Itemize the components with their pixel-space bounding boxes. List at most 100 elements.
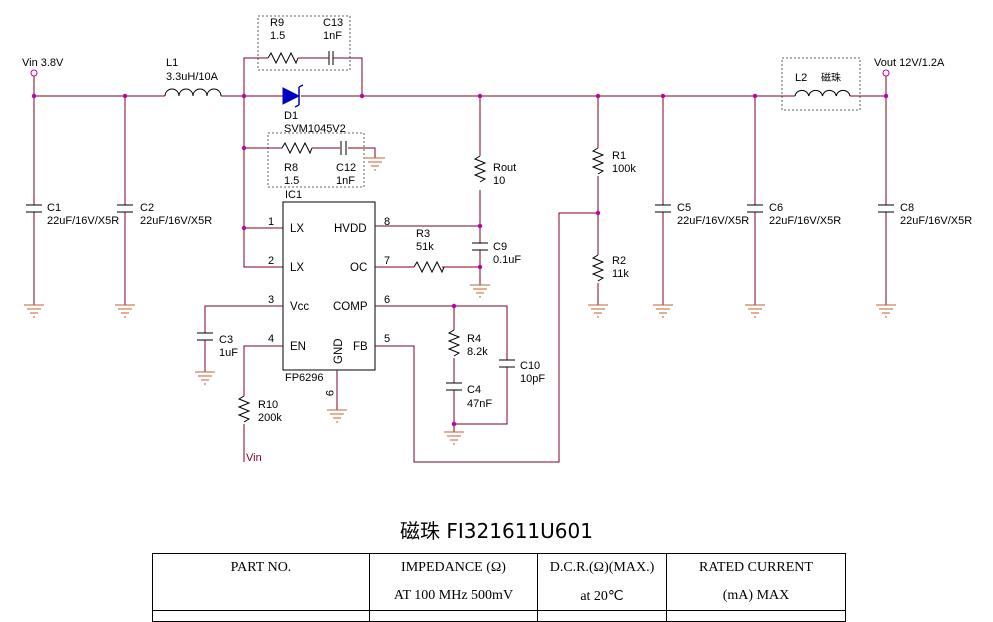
c4-value: 47nF — [467, 398, 492, 410]
r4-value: 8.2k — [467, 346, 488, 358]
c9-value: 0.1uF — [493, 254, 521, 266]
c10-capacitor — [499, 359, 515, 368]
ic-pin-5-num: 5 — [384, 333, 390, 345]
c5-capacitor — [655, 204, 671, 213]
header-part-no-sub — [152, 582, 370, 611]
r1-ref: R1 — [612, 150, 626, 162]
c12-capacitor — [340, 141, 347, 155]
c12-ref: C12 — [336, 162, 356, 174]
rout-ref: Rout — [493, 162, 516, 174]
ic-pin-6-num: 6 — [384, 294, 390, 306]
c6-capacitor — [747, 204, 763, 213]
schematic-diagram: Vin 3.8V Vout 12V/1.2A L1 3.3uH/10A D1 S… — [22, 15, 972, 464]
c8-ref: C8 — [900, 202, 914, 214]
c10-value: 10pF — [520, 373, 545, 385]
ic-pin-3-name: Vcc — [290, 301, 309, 313]
r3-resistor — [413, 260, 445, 274]
c10-ref: C10 — [520, 360, 540, 372]
vout-label: Vout 12V/1.2A — [874, 57, 945, 69]
r10-resistor — [237, 395, 251, 423]
c3-ref: C3 — [219, 334, 233, 346]
ic1-ref: IC1 — [285, 189, 302, 201]
l2-ref: L2 — [795, 72, 807, 84]
c6-ref: C6 — [769, 202, 783, 214]
r1-resistor — [591, 147, 605, 175]
rout-value: 10 — [493, 175, 505, 187]
snubber-box-bottom — [267, 132, 365, 188]
ic-pin-5-name: FB — [353, 341, 368, 353]
c8-value: 22uF/16V/X5R — [900, 215, 972, 227]
c3-value: 1uF — [219, 347, 238, 359]
c6-value: 22uF/16V/X5R — [769, 215, 841, 227]
ic-pin-2-num: 2 — [268, 255, 274, 267]
d1-value: SVM1045V2 — [284, 123, 346, 135]
d1-ref: D1 — [284, 110, 298, 122]
l1-ref: L1 — [166, 57, 178, 69]
header-impedance: IMPEDANCE (Ω) — [369, 553, 538, 582]
ic-pin-4-name: EN — [290, 341, 306, 353]
c1-capacitor — [26, 204, 42, 213]
l1-inductor — [164, 88, 222, 97]
junction-dots — [31, 93, 889, 427]
c13-capacitor — [328, 51, 334, 65]
r2-resistor — [591, 254, 605, 282]
ic-pin-1-num: 1 — [268, 216, 274, 228]
header-part-no: PART NO. — [152, 553, 370, 582]
r10-ref: R10 — [258, 399, 278, 411]
ic-pin-2-name: LX — [290, 262, 304, 274]
ground-symbol — [115, 304, 135, 318]
vin-label: Vin 3.8V — [22, 57, 64, 69]
snubber-box-top — [257, 15, 351, 71]
l2-box — [781, 57, 861, 111]
c5-ref: C5 — [677, 202, 691, 214]
vin-net-label: Vin — [246, 452, 262, 464]
ic-pin-8-name: HVDD — [334, 223, 367, 235]
r3-ref: R3 — [416, 228, 430, 240]
ic-pin-4-num: 4 — [268, 333, 274, 345]
ic-pin-9-name: GND — [333, 338, 345, 364]
ic1-body — [282, 201, 376, 371]
table-header-row: PART NO. IMPEDANCE (Ω) D.C.R.(Ω)(MAX.) R… — [152, 553, 846, 582]
vin-terminal — [30, 69, 38, 77]
r4-resistor — [447, 329, 461, 357]
ic-pin-6-name: COMP — [333, 301, 368, 313]
ground-symbol — [745, 304, 765, 318]
table-row — [152, 610, 846, 622]
c9-capacitor — [472, 242, 488, 251]
c9-ref: C9 — [493, 241, 507, 253]
l2-inductor — [794, 89, 851, 97]
ic-pin-7-name: OC — [350, 262, 367, 274]
r2-ref: R2 — [612, 255, 626, 267]
l2-value: 磁珠 — [821, 71, 841, 84]
r3-value: 51k — [416, 241, 434, 253]
ic-pin-9-num: 9 — [323, 390, 335, 396]
c13-ref: C13 — [323, 17, 343, 29]
r9-resistor — [267, 51, 299, 65]
c8-capacitor — [878, 204, 894, 213]
ground-symbol — [195, 371, 215, 385]
c4-ref: C4 — [467, 384, 481, 396]
c4-capacitor — [446, 382, 462, 391]
r9-value: 1.5 — [270, 30, 285, 42]
ground-symbol — [327, 409, 347, 423]
r10-value: 200k — [258, 412, 282, 424]
r1-value: 100k — [612, 163, 636, 175]
c2-value: 22uF/16V/X5R — [140, 215, 212, 227]
ground-symbol — [588, 304, 608, 318]
header-dcr: D.C.R.(Ω)(MAX.) — [537, 553, 667, 582]
l1-value: 3.3uH/10A — [166, 71, 219, 83]
ground-symbol — [470, 284, 490, 298]
rout-resistor — [473, 155, 487, 183]
r8-value: 1.5 — [284, 175, 299, 187]
header-dcr-sub: at 20℃ — [537, 582, 667, 611]
ic-pin-8-num: 8 — [384, 216, 390, 228]
ic-pin-1-name: LX — [290, 223, 304, 235]
table-header-row-2: AT 100 MHz 500mV at 20℃ (mA) MAX — [152, 582, 846, 611]
c2-ref: C2 — [140, 202, 154, 214]
c13-value: 1nF — [323, 30, 342, 42]
c5-value: 22uF/16V/X5R — [677, 215, 749, 227]
r2-value: 11k — [612, 268, 629, 280]
c12-value: 1nF — [336, 175, 355, 187]
header-rated-current-sub: (mA) MAX — [666, 582, 846, 611]
ic1-part: FP6296 — [285, 372, 324, 384]
